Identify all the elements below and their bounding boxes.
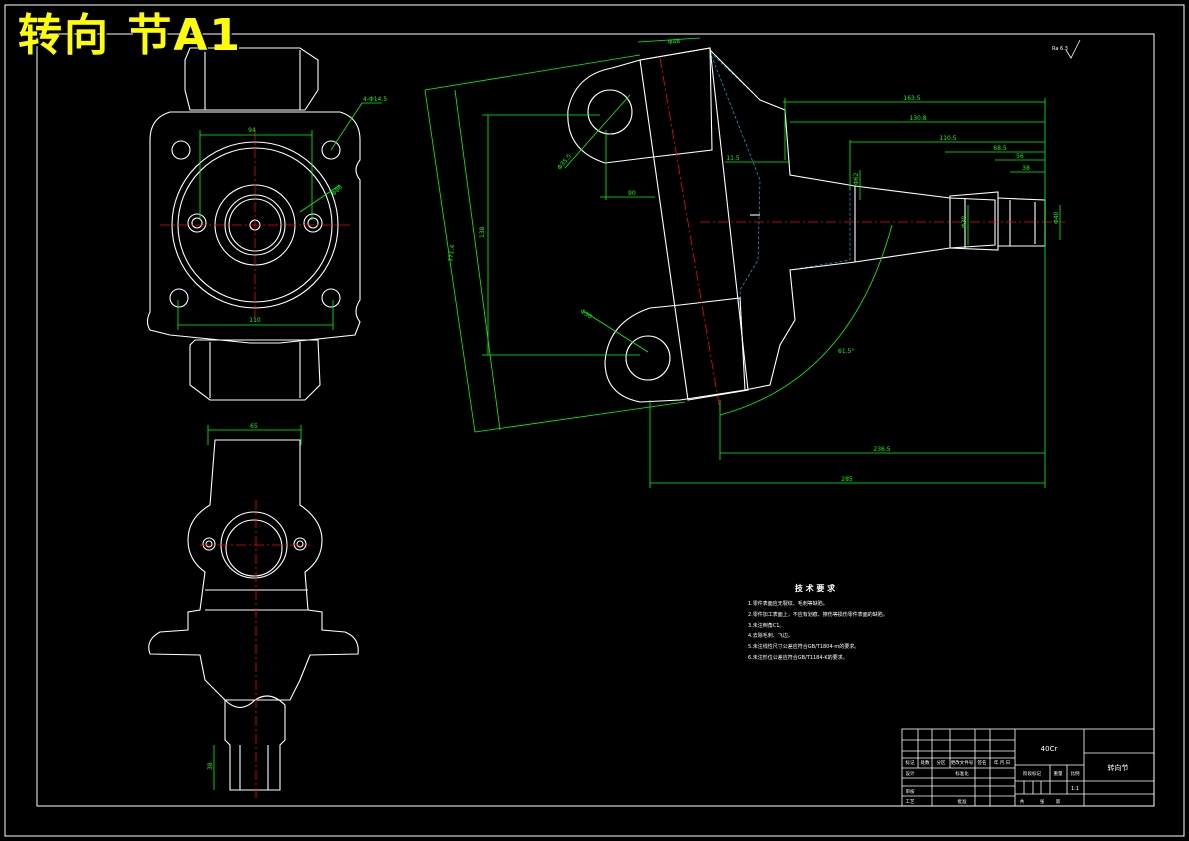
dim-side-d30-left: Φ30 [579,308,593,321]
tech-note-4: 4.去除毛刺、飞边。 [748,632,793,639]
dim-side-68: 68.5 [993,145,1007,152]
section-hatch [709,51,851,391]
dim-side-110: 110.5 [939,135,956,142]
front-dimensions [177,102,382,330]
tech-note-1: 1.零件表面应无裂纹、毛刺等缺陷。 [748,600,828,607]
tb-date: 年.月.日 [994,759,1010,766]
tb-change: 更改文件号 [951,759,974,766]
dim-front-bottom: 110 [249,317,261,324]
tb-approve: 批准 [958,798,967,805]
tb-stage: 阶段标记 [1023,770,1041,777]
dim-front-circle: Φ86 [330,184,344,198]
tb-weight: 重量 [1054,770,1063,777]
bottom-dimensions [207,425,302,790]
dim-side-62: Φ62 [853,172,860,185]
tb-standard: 标准化 [955,770,969,777]
roughness-label: Ra 6.3 [1052,46,1068,52]
bottom-centerlines [200,500,310,800]
dim-side-138: 138 [479,226,486,238]
dim-bottom-side: 38 [207,762,214,770]
dim-side-90: 90 [628,190,636,197]
tb-sheet: 张 [1040,798,1045,805]
roughness-symbol [1065,39,1081,59]
dim-side-bottom2: 285 [841,476,853,483]
tb-total: 共 [1020,798,1025,805]
tech-note-6: 6.未注形位公差应符合GB/T1184-K的要求。 [748,654,848,661]
tb-count: 处数 [921,759,930,766]
tb-process: 工艺 [906,799,915,805]
front-centerlines [160,130,350,320]
tb-designer: 设计 [906,770,915,777]
dim-side-d30-right: Φ30 [961,215,968,228]
tb-ratio: 比例 [1071,770,1080,777]
dim-side-130: 130.8 [909,115,926,122]
dim-side-bottom1: 236.5 [873,446,890,453]
tb-nth: 第 [1056,798,1061,805]
front-view [146,47,361,401]
dim-front-top: 94 [248,127,256,134]
tb-zone: 分区 [937,759,946,766]
dim-side-d48: Φ48 [668,38,681,46]
tb-check: 审核 [906,788,915,795]
tb-material: 40Cr [1041,745,1058,753]
dim-side-171: 171.4 [447,244,456,262]
tech-title: 技 术 要 求 [795,583,836,593]
inner-border [36,33,1155,807]
title-block [901,728,1155,807]
dim-side-38: 38 [1022,165,1030,172]
drawing-title-watermark: 转向 节A1 [18,10,242,61]
dim-side-40: Φ40 [1053,211,1060,224]
tb-mark: 标记 [906,759,915,766]
tech-note-3: 3.未注倒角C1。 [748,622,784,629]
dim-side-114: 11.5 [726,155,740,162]
dim-side-163: 163.5 [903,95,920,102]
bottom-view [148,439,359,791]
outer-border [4,4,1185,837]
tech-note-5: 5.未注线性尺寸公差应符合GB/T1804-m的要求。 [748,643,859,650]
dim-front-hole: 4-Φ14.5 [363,96,387,103]
dim-side-angle: 61.5° [838,348,854,355]
side-centerlines [659,57,1065,411]
side-dimensions [424,37,1061,488]
tb-scale: 1:1 [1071,786,1079,792]
tb-part-name: 转向节 [1108,763,1129,772]
dim-bottom-top: 65 [250,423,258,430]
tech-note-2: 2.零件加工表面上，不应有划痕、擦伤等损伤零件表面的缺陷。 [748,611,888,618]
tb-sign: 签名 [978,759,987,766]
side-view [567,47,1046,403]
dim-side-56: 56 [1016,153,1024,160]
